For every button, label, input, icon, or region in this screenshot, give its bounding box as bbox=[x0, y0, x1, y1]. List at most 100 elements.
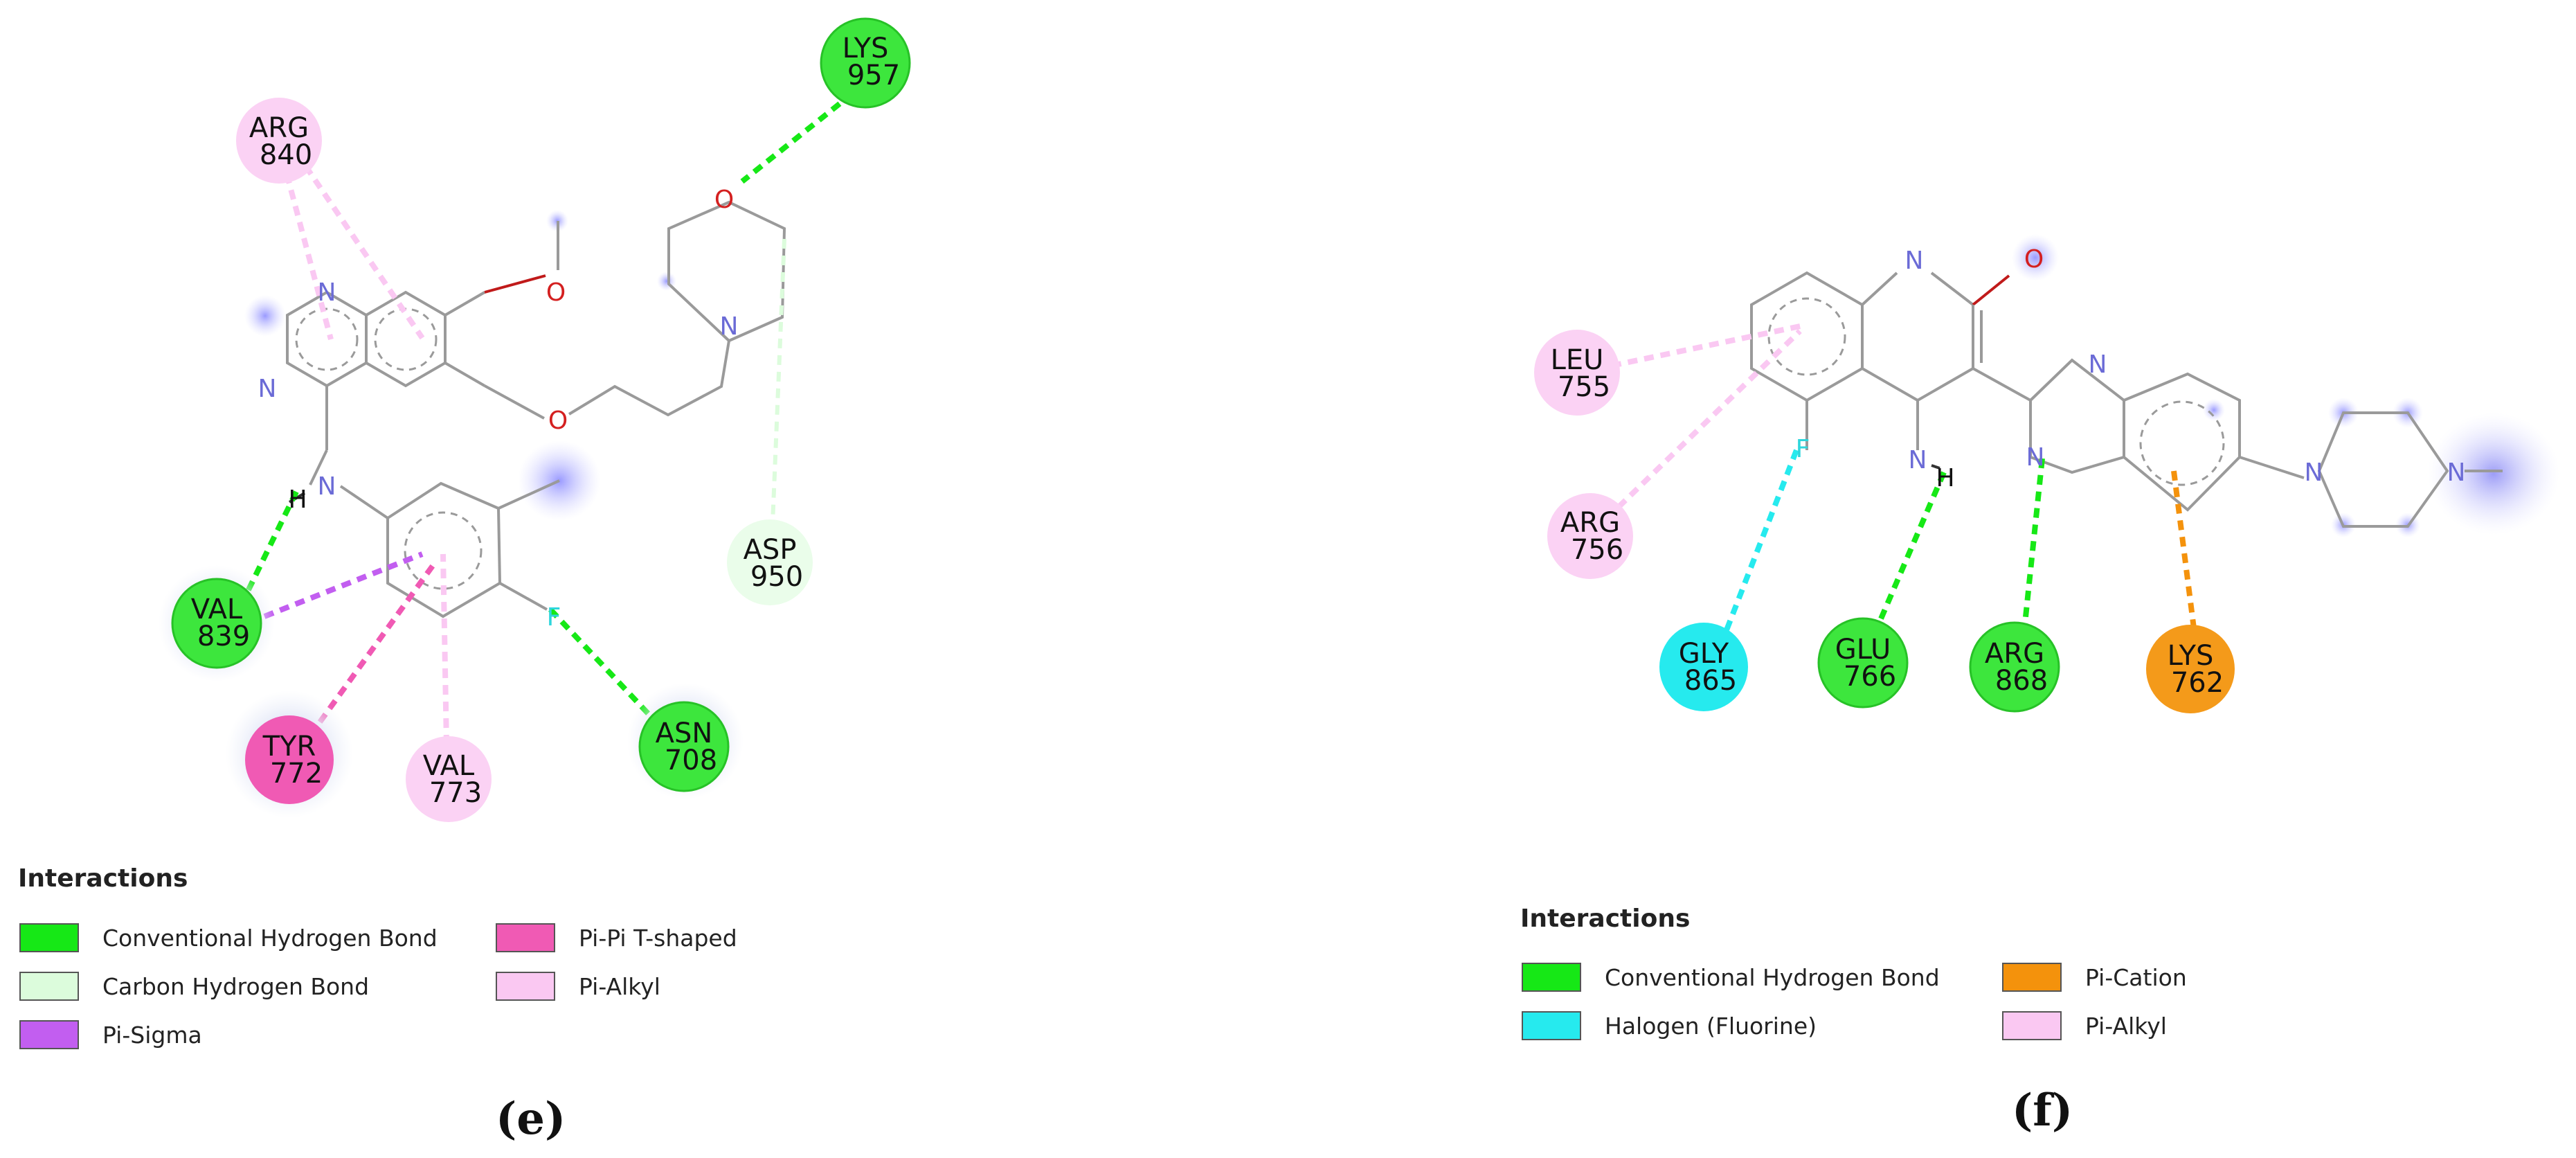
bond bbox=[2239, 456, 2305, 479]
residue-name: ASP bbox=[744, 534, 797, 566]
atom-label: O bbox=[2024, 245, 2044, 274]
legend-item: Pi-Alkyl bbox=[2002, 1010, 2167, 1042]
residue-name: ARG bbox=[249, 112, 309, 144]
interaction-line bbox=[1611, 323, 1804, 368]
legend-label: Pi-Cation bbox=[2085, 963, 2187, 991]
residue-number: 865 bbox=[1684, 665, 1737, 697]
bond bbox=[1861, 271, 1898, 306]
residue-name: VAL bbox=[191, 594, 243, 625]
atom-label: N bbox=[318, 278, 336, 307]
atom-label: N bbox=[1909, 446, 1927, 474]
residue-arg840: ARG 840 bbox=[236, 98, 322, 184]
residue-gly865: GLY 865 bbox=[1659, 623, 1748, 711]
legend-swatch bbox=[19, 1020, 79, 1049]
aromatic-ring bbox=[374, 308, 438, 371]
residue-name: VAL bbox=[423, 750, 475, 782]
legend-item: Pi-Alkyl bbox=[496, 970, 660, 1002]
residue-name: ARG bbox=[1560, 507, 1620, 539]
residue-name: ASN bbox=[656, 718, 713, 749]
legend-label: Pi-Alkyl bbox=[2085, 1012, 2167, 1040]
residue-number: 957 bbox=[847, 60, 900, 91]
legend-swatch bbox=[2002, 963, 2062, 992]
halo-blob bbox=[2012, 234, 2059, 281]
panel-e-atoms: N N O O O N H N F bbox=[258, 186, 739, 632]
atom-label: N bbox=[2447, 458, 2466, 487]
bond bbox=[339, 485, 389, 519]
legend-item: Pi-Pi T-shaped bbox=[496, 922, 737, 954]
residue-name: GLY bbox=[1679, 638, 1729, 670]
panel-e-interactions bbox=[240, 60, 894, 745]
legend-label: Conventional Hydrogen Bond bbox=[1605, 963, 1940, 991]
panel-label-f: (f) bbox=[2012, 1085, 2073, 1137]
halo-blob bbox=[2428, 413, 2559, 535]
bond bbox=[499, 582, 548, 611]
interaction-line bbox=[1875, 471, 1947, 628]
aromatic-ring bbox=[404, 511, 483, 590]
residue-name: LEU bbox=[1551, 344, 1604, 376]
panel-f-molecule bbox=[1750, 234, 2559, 537]
atom-label: O bbox=[546, 278, 566, 307]
legend-swatch bbox=[1522, 1011, 1581, 1040]
residue-number: 839 bbox=[197, 621, 250, 652]
bond bbox=[484, 384, 545, 420]
atom-label: N bbox=[318, 472, 336, 501]
panel-f-residues: LEU 755 ARG 756 GLY 865 GLU 766 ARG 868 … bbox=[1534, 330, 2235, 713]
interaction-line bbox=[440, 553, 449, 745]
panel-label-e: (e) bbox=[496, 1093, 566, 1145]
residue-number: 868 bbox=[1995, 665, 2048, 697]
bond bbox=[444, 291, 486, 317]
legend-swatch bbox=[1522, 963, 1581, 992]
bond bbox=[325, 362, 368, 387]
residue-number: 950 bbox=[750, 561, 803, 593]
interaction-line bbox=[770, 238, 786, 541]
bond bbox=[309, 449, 328, 486]
residue-number: 756 bbox=[1571, 534, 1623, 566]
panel-e-residues: LYS 957 ARG 840 ASP 950 VAL 839 TYR 772 … bbox=[159, 17, 911, 822]
residue-leu755: LEU 755 bbox=[1534, 330, 1620, 416]
residue-number: 708 bbox=[665, 745, 717, 776]
bond bbox=[2317, 411, 2449, 528]
interaction-line bbox=[1721, 449, 1799, 639]
atom-label: O bbox=[714, 186, 734, 214]
legend-label: Carbon Hydrogen Bond bbox=[102, 972, 370, 1000]
residue-tyr772: TYR 772 bbox=[226, 691, 353, 818]
residue-lys762: LYS 762 bbox=[2146, 625, 2235, 713]
residue-name: GLU bbox=[1835, 634, 1891, 666]
atom-label: H bbox=[1936, 464, 1954, 492]
panel-f-atoms: N O F N H N N N N bbox=[1796, 245, 2466, 492]
halo-blob bbox=[2203, 399, 2225, 421]
interaction-line bbox=[2171, 470, 2197, 634]
atom-label: N bbox=[1905, 247, 1924, 275]
bond bbox=[325, 291, 368, 317]
halo-blob bbox=[244, 295, 286, 337]
bond bbox=[1972, 367, 2031, 402]
residue-arg868: ARG 868 bbox=[1969, 621, 2060, 713]
legend-item: Carbon Hydrogen Bond bbox=[19, 970, 369, 1002]
legend-item: Conventional Hydrogen Bond bbox=[1522, 961, 1940, 993]
bond bbox=[365, 290, 447, 388]
residue-arg756: ARG 756 bbox=[1547, 493, 1633, 579]
legend-swatch bbox=[19, 972, 79, 1001]
interaction-line bbox=[2021, 458, 2045, 631]
residue-asn708: ASN 708 bbox=[627, 683, 744, 799]
residue-val839: VAL 839 bbox=[159, 565, 275, 682]
legend-title: Interactions bbox=[1520, 905, 1691, 933]
atom-label: N bbox=[720, 312, 739, 341]
interaction-line bbox=[548, 607, 660, 726]
atom-label: F bbox=[1796, 435, 1810, 463]
residue-name: TYR bbox=[262, 731, 316, 763]
bond bbox=[288, 492, 306, 504]
legend-title: Interactions bbox=[18, 864, 188, 893]
atom-label: O bbox=[548, 407, 568, 435]
aromatic-ring bbox=[2139, 400, 2225, 486]
legend-label: Pi-Alkyl bbox=[579, 972, 660, 1000]
aromatic-ring bbox=[1767, 297, 1846, 376]
bond bbox=[484, 274, 546, 294]
residue-val773: VAL 773 bbox=[406, 736, 492, 822]
residue-glu766: GLU 766 bbox=[1817, 617, 1909, 709]
bond bbox=[444, 362, 486, 387]
interaction-line bbox=[263, 551, 424, 619]
interaction-line bbox=[1616, 329, 1802, 509]
legend-item: Pi-Sigma bbox=[19, 1019, 202, 1051]
